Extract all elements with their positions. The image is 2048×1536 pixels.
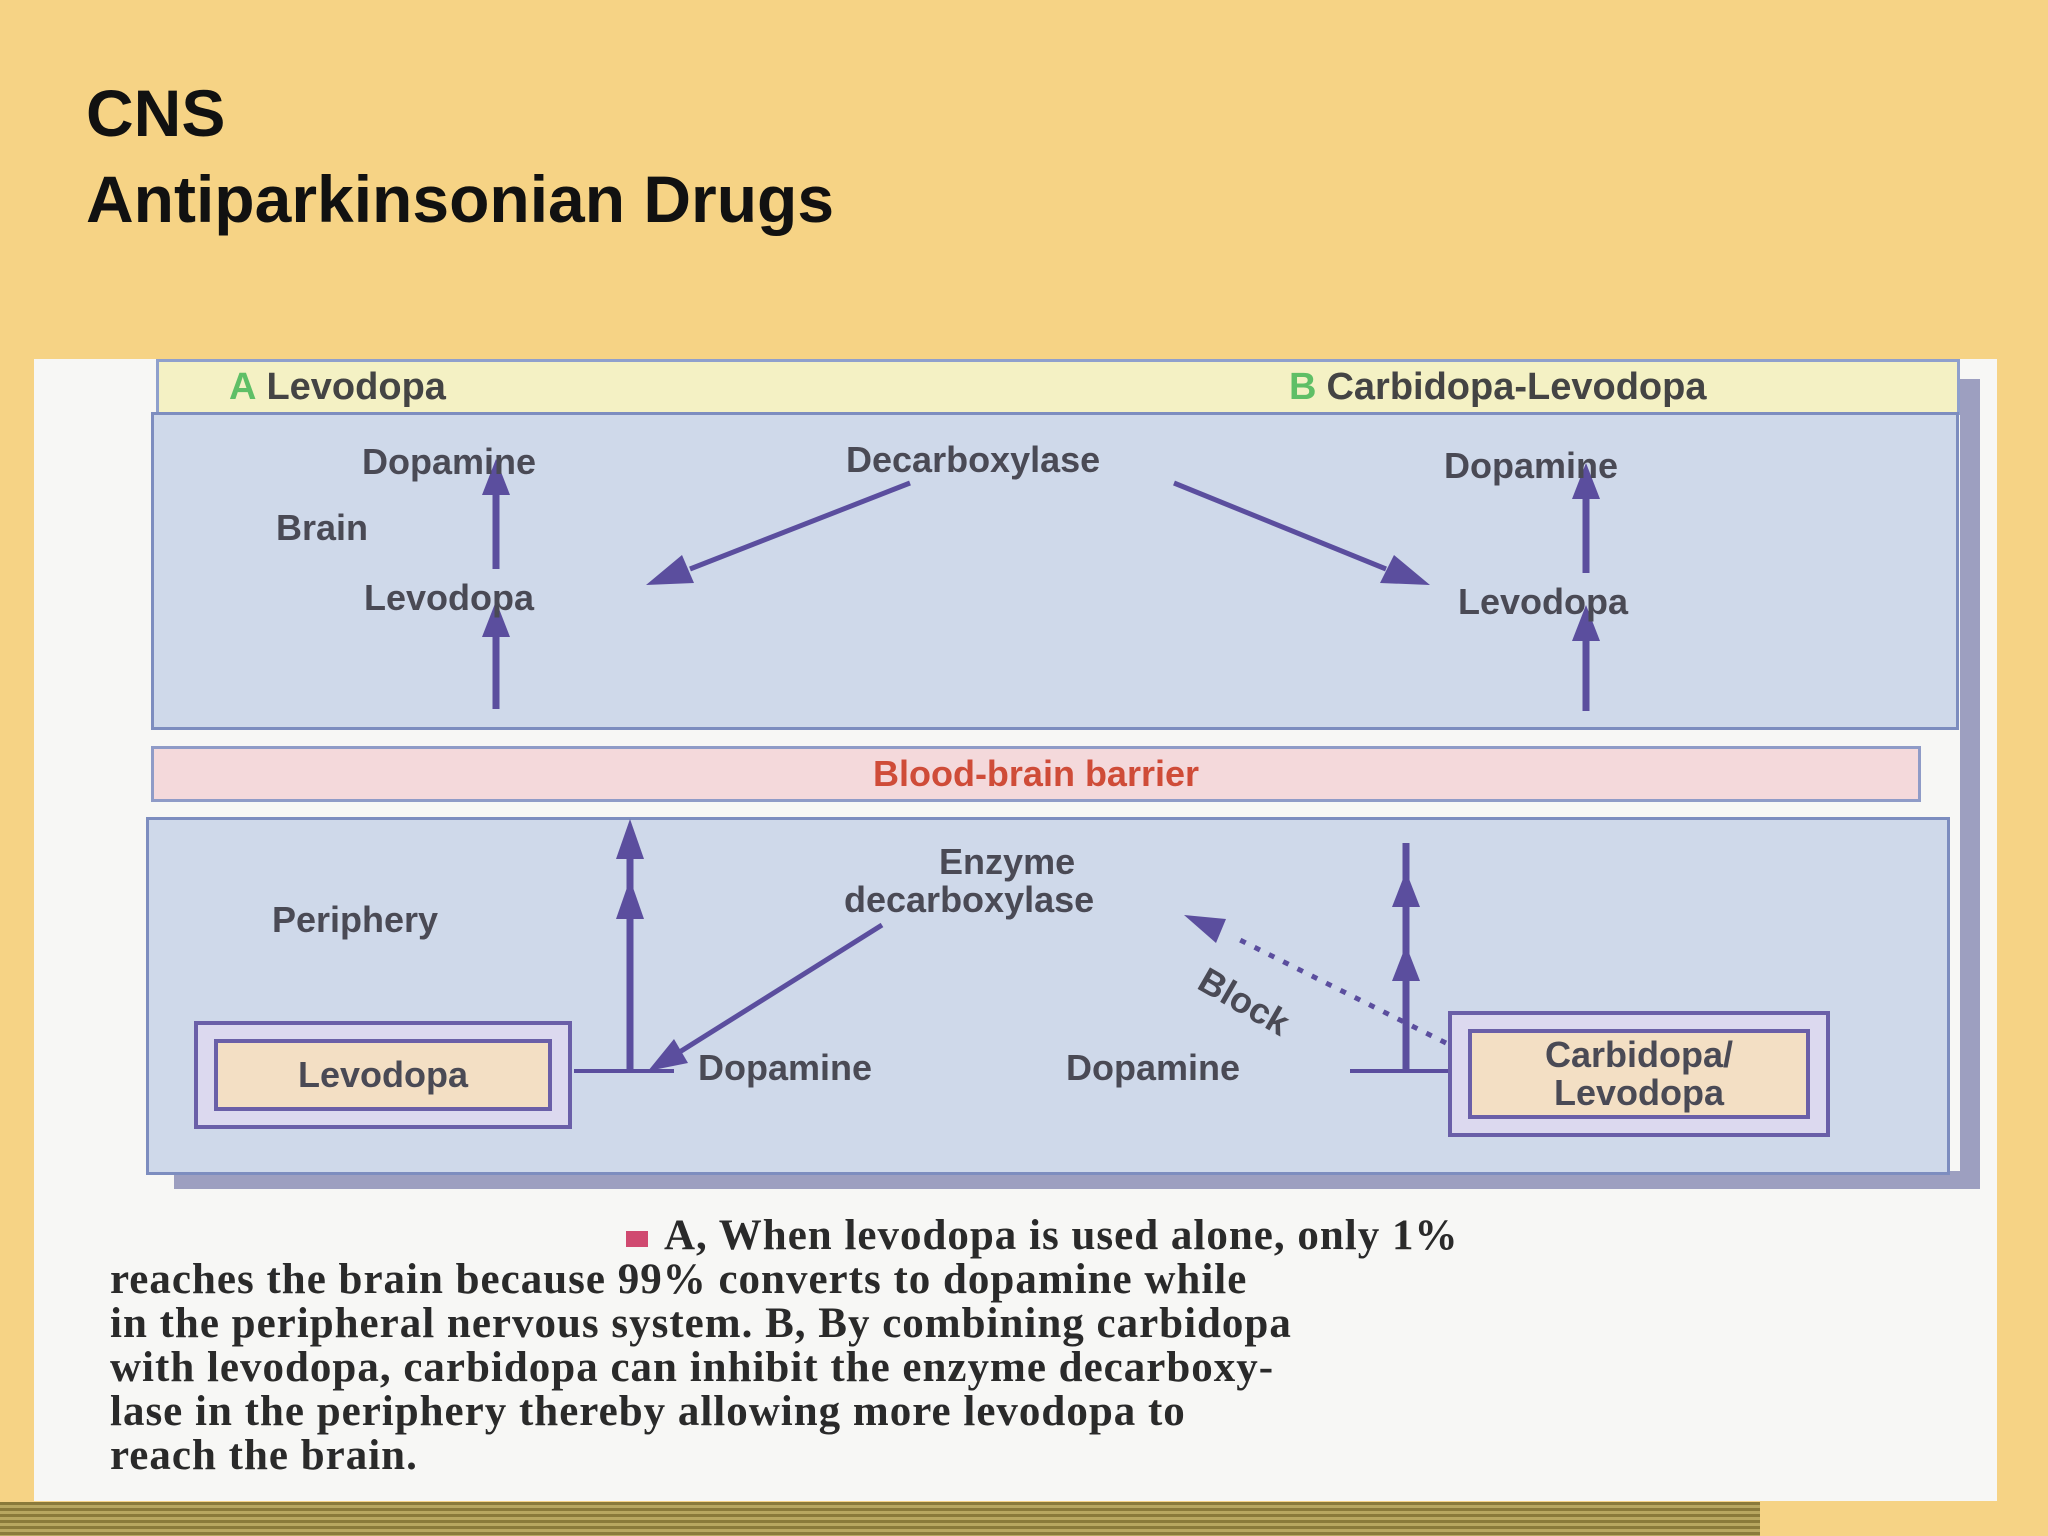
decarboxylase-label: Decarboxylase bbox=[846, 439, 1101, 480]
periphery-label: Periphery bbox=[272, 899, 439, 940]
arrowhead-a2 bbox=[482, 601, 510, 637]
dopamine-b-brain: Dopamine bbox=[1444, 445, 1619, 486]
caption-line-1: A, When levodopa is used alone, only 1% bbox=[110, 1214, 1990, 1258]
arrow-enzyme-to-dopamine-a bbox=[676, 922, 884, 1056]
arrowhead-decarb-a bbox=[646, 555, 694, 585]
dopamine-b-periphery: Dopamine bbox=[1066, 1047, 1241, 1088]
caption-line-1-text: A, When levodopa is used alone, only 1% bbox=[664, 1212, 1459, 1259]
title-line-antiparkinsonian: Antiparkinsonian Drugs bbox=[86, 162, 835, 236]
arrowhead-pa1 bbox=[616, 819, 644, 859]
carbidopa-box-line2: Levodopa bbox=[1553, 1072, 1724, 1113]
enzyme-decarboxylase-label: Enzyme decarboxylase bbox=[844, 843, 1094, 919]
arrowhead-pa2 bbox=[616, 879, 644, 919]
caption-line-5: lase in the periphery thereby allowing m… bbox=[110, 1388, 1186, 1435]
arrowhead-pb1 bbox=[1392, 871, 1420, 907]
figure-shadow-bottom bbox=[174, 1171, 1980, 1189]
slide-bottom-bar bbox=[0, 1502, 1760, 1536]
arrowhead-a1 bbox=[482, 459, 510, 495]
arrow-decarboxylase-to-b bbox=[1173, 480, 1387, 572]
caption-line-4: with levodopa, carbidopa can inhibit the… bbox=[110, 1344, 1275, 1391]
arrowhead-enzyme-a bbox=[648, 1039, 688, 1071]
enzyme-line2: decarboxylase bbox=[844, 879, 1095, 920]
blood-brain-barrier: Blood-brain barrier bbox=[151, 746, 1921, 802]
dopamine-a-periphery: Dopamine bbox=[698, 1047, 873, 1088]
carbidopa-box-line1: Carbidopa/ bbox=[1544, 1034, 1733, 1075]
caption-line-6: reach the brain. bbox=[110, 1432, 418, 1479]
panel-b-title: Carbidopa-Levodopa bbox=[1326, 366, 1707, 408]
title-line-cns: CNS bbox=[86, 76, 226, 150]
dopamine-a-brain: Dopamine bbox=[362, 441, 537, 482]
levodopa-box: Levodopa bbox=[214, 1039, 552, 1111]
block-dotted-line bbox=[1232, 934, 1448, 1046]
figure-caption: A, When levodopa is used alone, only 1% … bbox=[110, 1214, 1990, 1478]
arrowhead-b1 bbox=[1572, 463, 1600, 499]
caption-line-3: in the peripheral nervous system. B, By … bbox=[110, 1300, 1292, 1347]
arrowhead-pb2 bbox=[1392, 945, 1420, 981]
arrowhead-b2 bbox=[1572, 605, 1600, 641]
slide-title: CNS Antiparkinsonian Drugs bbox=[86, 70, 834, 242]
pathway-arrows bbox=[482, 459, 1600, 1073]
caption-line-2: reaches the brain because 99% converts t… bbox=[110, 1256, 1248, 1303]
panel-a-title: Levodopa bbox=[266, 366, 446, 408]
panel-b-letter: B bbox=[1289, 366, 1317, 408]
carbidopa-box: Carbidopa/ Levodopa bbox=[1468, 1029, 1810, 1119]
caption-bullet-icon bbox=[626, 1231, 648, 1248]
enzyme-line1: Enzyme bbox=[939, 841, 1076, 882]
arrow-decarboxylase-to-a bbox=[689, 480, 911, 572]
panel-a-letter: A bbox=[229, 366, 257, 408]
brain-panel bbox=[151, 412, 1959, 730]
levodopa-b-brain: Levodopa bbox=[1458, 581, 1629, 622]
brain-label: Brain bbox=[276, 507, 369, 548]
levodopa-a-brain: Levodopa bbox=[364, 577, 535, 618]
arrowhead-block bbox=[1184, 915, 1226, 943]
figure-shadow-right bbox=[1960, 379, 1980, 1189]
arrowhead-decarb-b bbox=[1380, 555, 1430, 585]
